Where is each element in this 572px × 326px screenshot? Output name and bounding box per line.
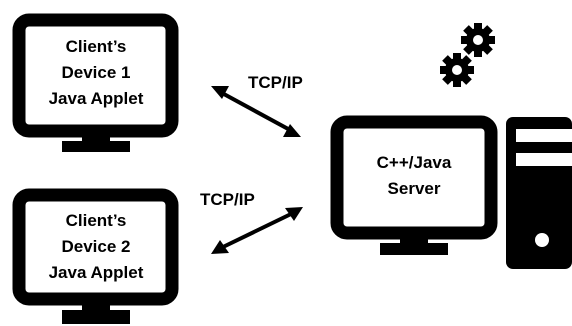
client-2-label-line3: Java Applet <box>49 263 144 282</box>
server-monitor-icon: C++/Java Server <box>330 115 498 255</box>
server-label-line1: C++/Java <box>377 153 452 172</box>
client-2-label-line2: Device 2 <box>62 237 131 256</box>
client-2-label-line1: Client’s <box>66 211 127 230</box>
server-label-line2: Server <box>388 179 441 198</box>
client-1-monitor-icon: Client’s Device 1 Java Applet <box>12 13 179 152</box>
connection-2-label: TCP/IP <box>200 190 255 209</box>
client-1-label-line1: Client’s <box>66 37 127 56</box>
connection-1-arrow-icon <box>211 86 301 137</box>
client-2-monitor-icon: Client’s Device 2 Java Applet <box>12 188 179 324</box>
tower-icon <box>506 117 572 269</box>
client-1-label-line2: Device 1 <box>62 63 131 82</box>
connection-1-label: TCP/IP <box>248 73 303 92</box>
connection-2-arrow-icon <box>211 207 303 254</box>
client-1-label-line3: Java Applet <box>49 89 144 108</box>
gear-icon <box>440 23 495 87</box>
